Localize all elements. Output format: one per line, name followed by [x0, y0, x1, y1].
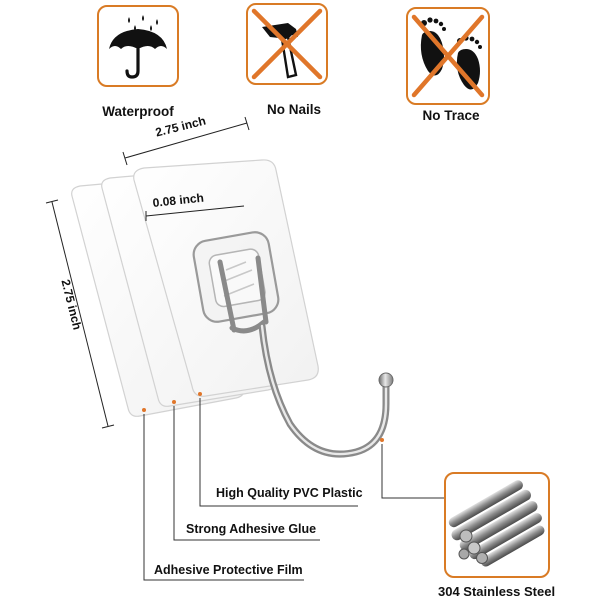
no-nails-box — [246, 3, 328, 85]
adhesive-glue-callout: Strong Adhesive Glue — [186, 522, 317, 536]
waterproof-label: Waterproof — [102, 104, 174, 119]
hook-base — [192, 231, 280, 323]
stainless-hook — [217, 255, 394, 458]
no-trace-box — [406, 7, 490, 105]
callout-leaders — [142, 392, 444, 581]
waterproof-box — [97, 5, 179, 87]
footprints-crossed-icon — [411, 14, 485, 98]
hammer-crossed-icon — [251, 8, 323, 80]
stainless-steel-label: 304 Stainless Steel — [438, 584, 556, 599]
steel-rods-icon — [448, 480, 545, 567]
stainless-steel-box — [444, 472, 550, 578]
umbrella-icon — [109, 15, 167, 79]
protective-film-callout: Adhesive Protective Film — [154, 563, 303, 577]
height-dimension-line — [45, 199, 115, 429]
thickness-dimension-line — [145, 205, 245, 221]
width-dimension-line — [122, 116, 250, 166]
no-trace-label: No Trace — [422, 108, 480, 120]
pvc-plastic-callout: High Quality PVC Plastic — [216, 486, 363, 500]
no-nails-label: No Nails — [266, 102, 321, 117]
